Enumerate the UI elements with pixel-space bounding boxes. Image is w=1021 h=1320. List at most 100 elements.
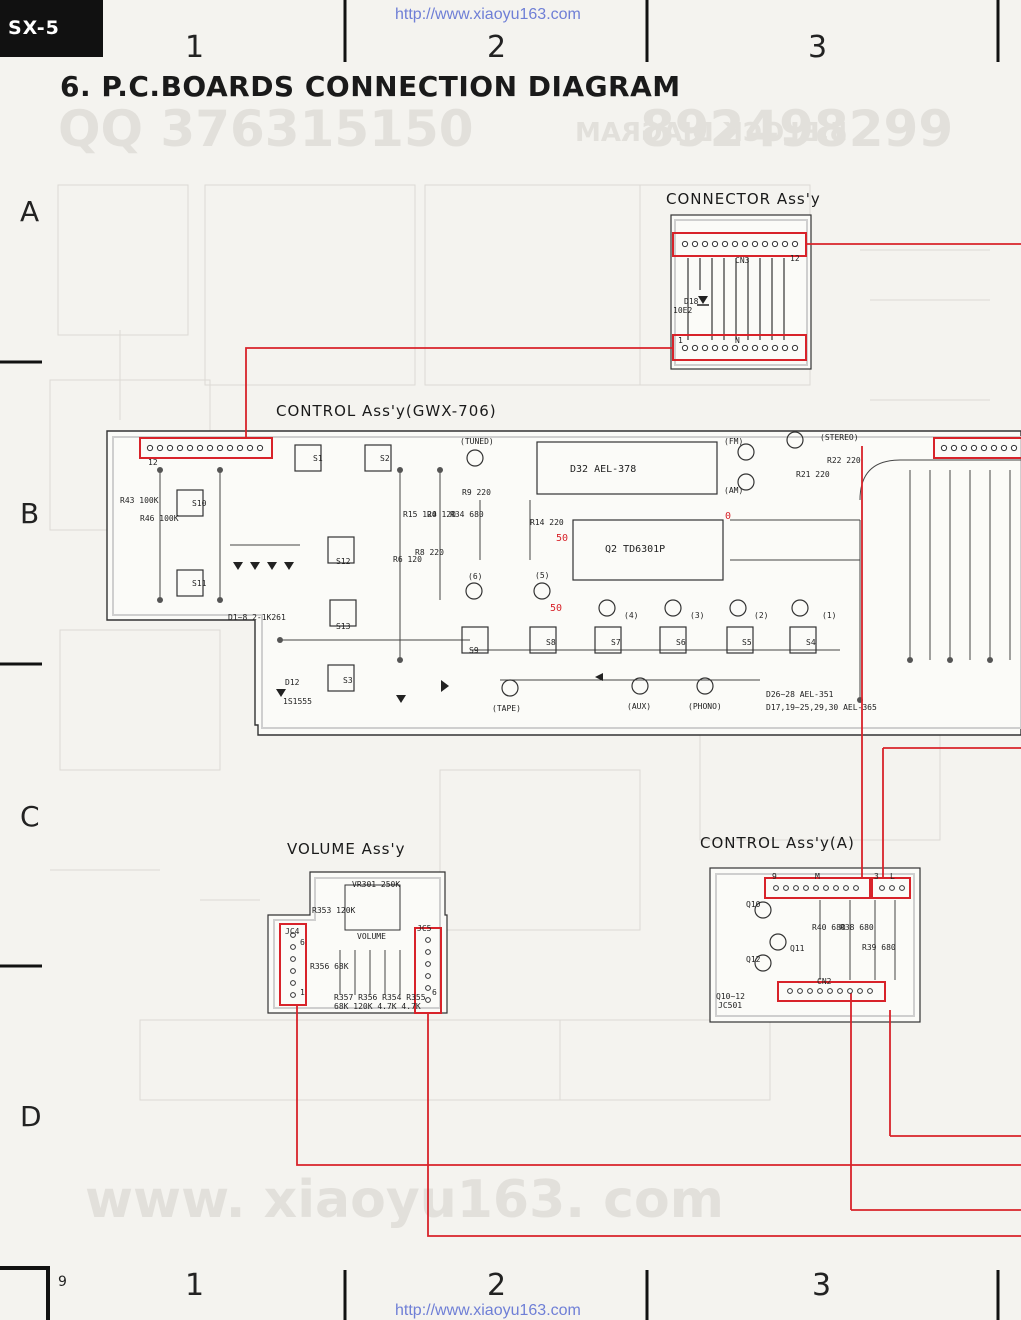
d12-label: D12 bbox=[285, 678, 300, 687]
r21-label: R21 220 bbox=[796, 470, 830, 479]
switch-boxes bbox=[176, 444, 817, 692]
r6-label: R6 120 bbox=[393, 555, 422, 564]
r38-label: R38 680 bbox=[840, 923, 874, 932]
switch-s7-label: S7 bbox=[611, 638, 621, 647]
volume-assy-label: VOLUME Ass'y bbox=[287, 840, 406, 858]
switch-s2-label: S2 bbox=[380, 454, 390, 463]
watermark-qq: QQ 376315150 bbox=[58, 100, 474, 158]
q10-label: Q10 bbox=[746, 900, 761, 909]
led-tape-label: (TAPE) bbox=[492, 704, 521, 713]
switch-s4-label: S4 bbox=[806, 638, 816, 647]
jc4-label: JC4 bbox=[285, 927, 300, 936]
page-title: 6. P.C.BOARDS CONNECTION DIAGRAM bbox=[60, 70, 681, 103]
r22-label: R22 220 bbox=[827, 456, 861, 465]
switch-s5-label: S5 bbox=[742, 638, 752, 647]
vr301-label: VR301 250K bbox=[352, 880, 401, 889]
switch-s9-label: S9 bbox=[469, 646, 479, 655]
column-number-1-bottom: 1 bbox=[185, 1268, 205, 1303]
led-5-label: (5) bbox=[535, 571, 550, 580]
r46-label: R46 100K bbox=[140, 514, 179, 523]
watermark-phone: 892498299 bbox=[640, 100, 954, 158]
d18-label: D18 bbox=[684, 297, 699, 306]
marker-50-a: 50 bbox=[556, 533, 569, 544]
led-tuned-label: (TUNED) bbox=[460, 437, 494, 446]
ic-q2 bbox=[572, 519, 724, 581]
led-circles bbox=[465, 431, 809, 697]
marker-50-b: 50 bbox=[550, 603, 563, 614]
led-3-label: (3) bbox=[690, 611, 705, 620]
control-assy-label: CONTROL Ass'y(GWX-706) bbox=[276, 402, 497, 420]
r353-label: R353 120K bbox=[312, 906, 356, 915]
switch-s10-label: S10 bbox=[192, 499, 207, 508]
led-am-label: (AM) bbox=[724, 486, 744, 495]
switch-s3-label: S3 bbox=[343, 676, 353, 685]
volume-board bbox=[267, 871, 448, 1014]
r40-label: R40 680 bbox=[812, 923, 846, 932]
d12-part-label: 1S1555 bbox=[283, 697, 312, 706]
r34-label: R34 680 bbox=[450, 510, 484, 519]
ca-pin-l-label: L bbox=[890, 872, 895, 881]
ca-pin-9-label: 9 bbox=[772, 872, 777, 881]
ic-q2-label: Q2 TD6301P bbox=[605, 544, 666, 555]
q11-label: Q11 bbox=[790, 944, 805, 953]
r8-label: R8 220 bbox=[415, 548, 444, 557]
ca-pin-m-label: M bbox=[815, 872, 820, 881]
r43-label: R43 100K bbox=[120, 496, 159, 505]
model-badge: SX-5 bbox=[0, 0, 103, 57]
r14-label: R14 220 bbox=[530, 518, 564, 527]
diode-row bbox=[233, 562, 603, 703]
r9-label: R9 220 bbox=[462, 488, 491, 497]
ca-pin-3-label: 3 bbox=[874, 872, 879, 881]
ic-d32-label: D32 AEL-378 bbox=[570, 464, 637, 475]
volume-pot-label: VOLUME bbox=[357, 932, 386, 941]
connector-pins bbox=[146, 240, 1018, 1003]
source-url-bottom[interactable]: http://www.xiaoyu163.com bbox=[395, 1302, 581, 1319]
q10-12-label: Q10~12 bbox=[716, 992, 745, 1001]
cn-pin-1-label: 1 bbox=[678, 336, 683, 345]
marker-0: 0 bbox=[725, 511, 732, 522]
ic-d32 bbox=[536, 441, 718, 495]
row-letter-c: C bbox=[20, 800, 40, 833]
switch-s1-label: S1 bbox=[313, 454, 323, 463]
q12-label: Q12 bbox=[746, 955, 761, 964]
led-fm-label: (FM) bbox=[724, 437, 744, 446]
diode-group-label: D1~8 2-1K261 bbox=[228, 613, 286, 622]
column-number-1-top: 1 bbox=[185, 30, 205, 65]
control-pin-12-label: 12 bbox=[148, 458, 158, 467]
control-a-assy-label: CONTROL Ass'y(A) bbox=[700, 834, 855, 852]
red-connector-frames bbox=[139, 232, 1021, 1014]
led-4-label: (4) bbox=[624, 611, 639, 620]
cn-pin-12-label: 12 bbox=[790, 254, 800, 263]
page-number: 9 bbox=[58, 1274, 67, 1290]
jc5-label: JC5 bbox=[417, 924, 432, 933]
connector-assy-label: CONNECTOR Ass'y bbox=[666, 190, 821, 208]
volume-bottom-resistors: R357 R356 R354 R355 bbox=[334, 993, 426, 1002]
cn-pin-n-label: N bbox=[735, 336, 740, 345]
pad-dots bbox=[157, 467, 993, 703]
jc501-label: JC501 bbox=[718, 1001, 743, 1010]
switch-s11-label: S11 bbox=[192, 579, 207, 588]
r4-label: R4 120 bbox=[427, 510, 456, 519]
led-2-label: (2) bbox=[754, 611, 769, 620]
row-letter-b: B bbox=[20, 497, 40, 530]
led-note-2: D17,19~25,29,30 AEL-365 bbox=[766, 703, 877, 712]
control-main-board bbox=[106, 430, 1021, 736]
frame-ticks bbox=[0, 0, 1000, 1320]
jc5-pin-6: 6 bbox=[432, 988, 437, 997]
led-phono-label: (PHONO) bbox=[688, 702, 722, 711]
column-number-2-bottom: 2 bbox=[487, 1268, 507, 1303]
cn2-label: CN2 bbox=[817, 977, 832, 986]
r356-label: R356 68K bbox=[310, 962, 349, 971]
cn3-label: CN3 bbox=[735, 256, 750, 265]
column-number-3-top: 3 bbox=[808, 30, 828, 65]
column-number-3-bottom: 3 bbox=[812, 1268, 832, 1303]
row-letter-a: A bbox=[20, 195, 40, 228]
d18-part-label: 10E2 bbox=[673, 306, 693, 315]
jc4-pin-6: 6 bbox=[300, 938, 305, 947]
jc4-pin-1: 1 bbox=[300, 988, 305, 997]
led-6-label: (6) bbox=[468, 572, 483, 581]
r15-label: R15 120 bbox=[403, 510, 437, 519]
source-url-top[interactable]: http://www.xiaoyu163.com bbox=[395, 6, 581, 23]
led-note-1: D26~28 AEL-351 bbox=[766, 690, 834, 699]
led-1-label: (1) bbox=[822, 611, 837, 620]
